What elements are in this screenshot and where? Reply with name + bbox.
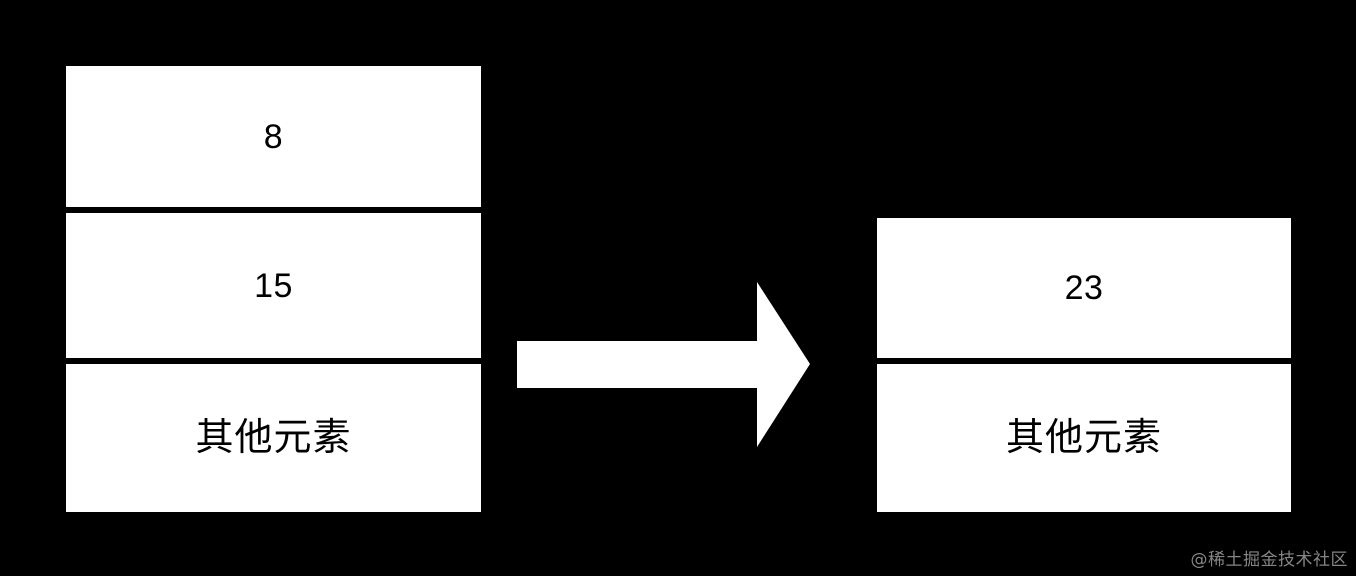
stack-cell: 8 (66, 66, 481, 207)
arrow-right-shape (517, 282, 810, 447)
stack-cell-label: 其他元素 (195, 417, 352, 459)
stack-cell: 23 (877, 218, 1291, 358)
before-stack: 8 15 其他元素 (66, 66, 481, 512)
stack-cell: 其他元素 (66, 364, 481, 512)
stack-cell-label: 15 (254, 266, 293, 305)
stack-cell-label: 23 (1064, 269, 1104, 307)
stack-cell: 15 (66, 213, 481, 358)
stack-cell-label: 8 (263, 117, 284, 156)
stack-cell-label: 其他元素 (1005, 417, 1162, 459)
arrow-right-icon (517, 282, 810, 447)
stack-cell: 其他元素 (877, 364, 1291, 512)
watermark: @稀土掘金技术社区 (1190, 550, 1348, 570)
transform-arrow (514, 278, 814, 453)
after-stack: 23 其他元素 (877, 218, 1291, 512)
